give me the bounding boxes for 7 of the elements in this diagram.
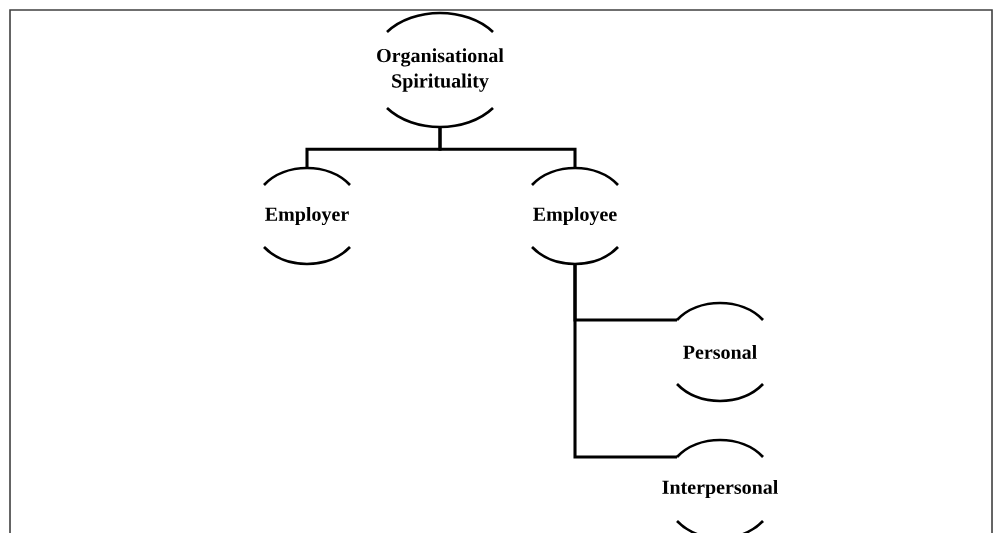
connector-line [573,264,677,459]
circle-node: Interpersonal [662,438,778,533]
connector-line [438,127,577,168]
circle-node: Personal [676,301,764,403]
circle-node: Employer [263,166,351,266]
circle-node: Organisational Spirituality [377,11,504,129]
circle-node: Employee [531,166,619,266]
